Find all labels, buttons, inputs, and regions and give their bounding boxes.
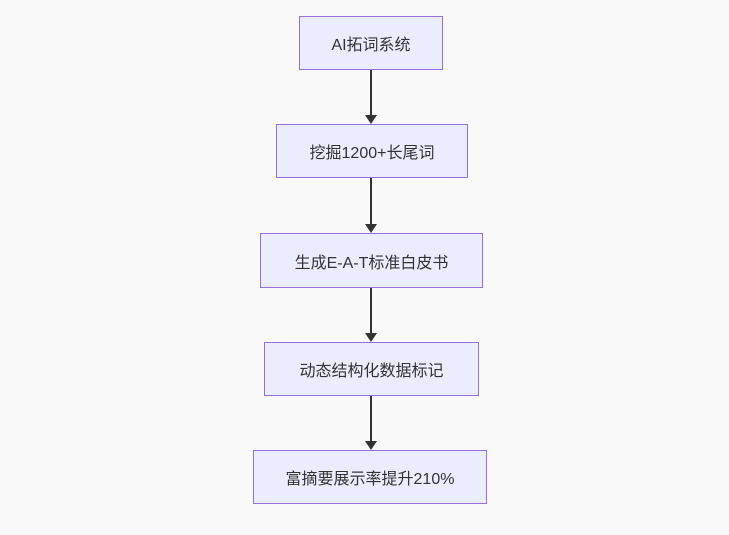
flow-arrow-1 xyxy=(364,70,378,124)
flow-node-label: 生成E-A-T标准白皮书 xyxy=(294,254,449,272)
arrow-shaft xyxy=(370,178,372,224)
arrow-shaft xyxy=(370,396,372,441)
flow-node-label: 挖掘1200+长尾词 xyxy=(309,145,435,162)
arrow-shaft xyxy=(370,70,372,115)
flow-arrow-3 xyxy=(364,288,378,342)
flow-node-generate-eat-whitepaper: 生成E-A-T标准白皮书 xyxy=(260,233,483,288)
flow-node-label: 动态结构化数据标记 xyxy=(299,363,444,380)
arrow-head-down-icon xyxy=(365,333,377,342)
flow-node-dynamic-structured-data: 动态结构化数据标记 xyxy=(264,342,479,396)
flow-arrow-4 xyxy=(364,396,378,450)
arrow-head-down-icon xyxy=(365,224,377,233)
flow-node-mine-longtail-keywords: 挖掘1200+长尾词 xyxy=(276,124,468,178)
arrow-head-down-icon xyxy=(365,115,377,124)
flow-arrow-2 xyxy=(364,178,378,233)
arrow-head-down-icon xyxy=(365,441,377,450)
flow-node-ai-keyword-system: AI拓词系统 xyxy=(299,16,443,70)
flow-node-label: AI拓词系统 xyxy=(331,37,411,54)
arrow-shaft xyxy=(370,288,372,333)
flow-node-rich-snippet-rate: 富摘要展示率提升210% xyxy=(253,450,487,504)
flow-node-label: 富摘要展示率提升210% xyxy=(285,471,455,488)
